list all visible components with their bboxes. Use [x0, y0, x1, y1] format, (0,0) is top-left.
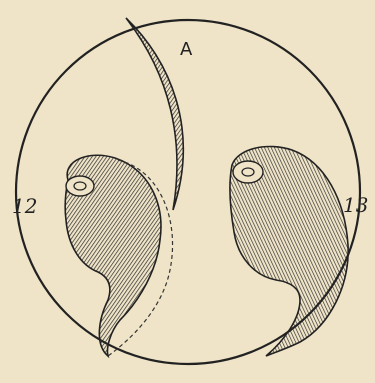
label-12: 12 [12, 194, 37, 218]
label-a: A [180, 39, 193, 60]
label-13: 13 [343, 193, 368, 217]
right-shell-figure [230, 146, 348, 356]
